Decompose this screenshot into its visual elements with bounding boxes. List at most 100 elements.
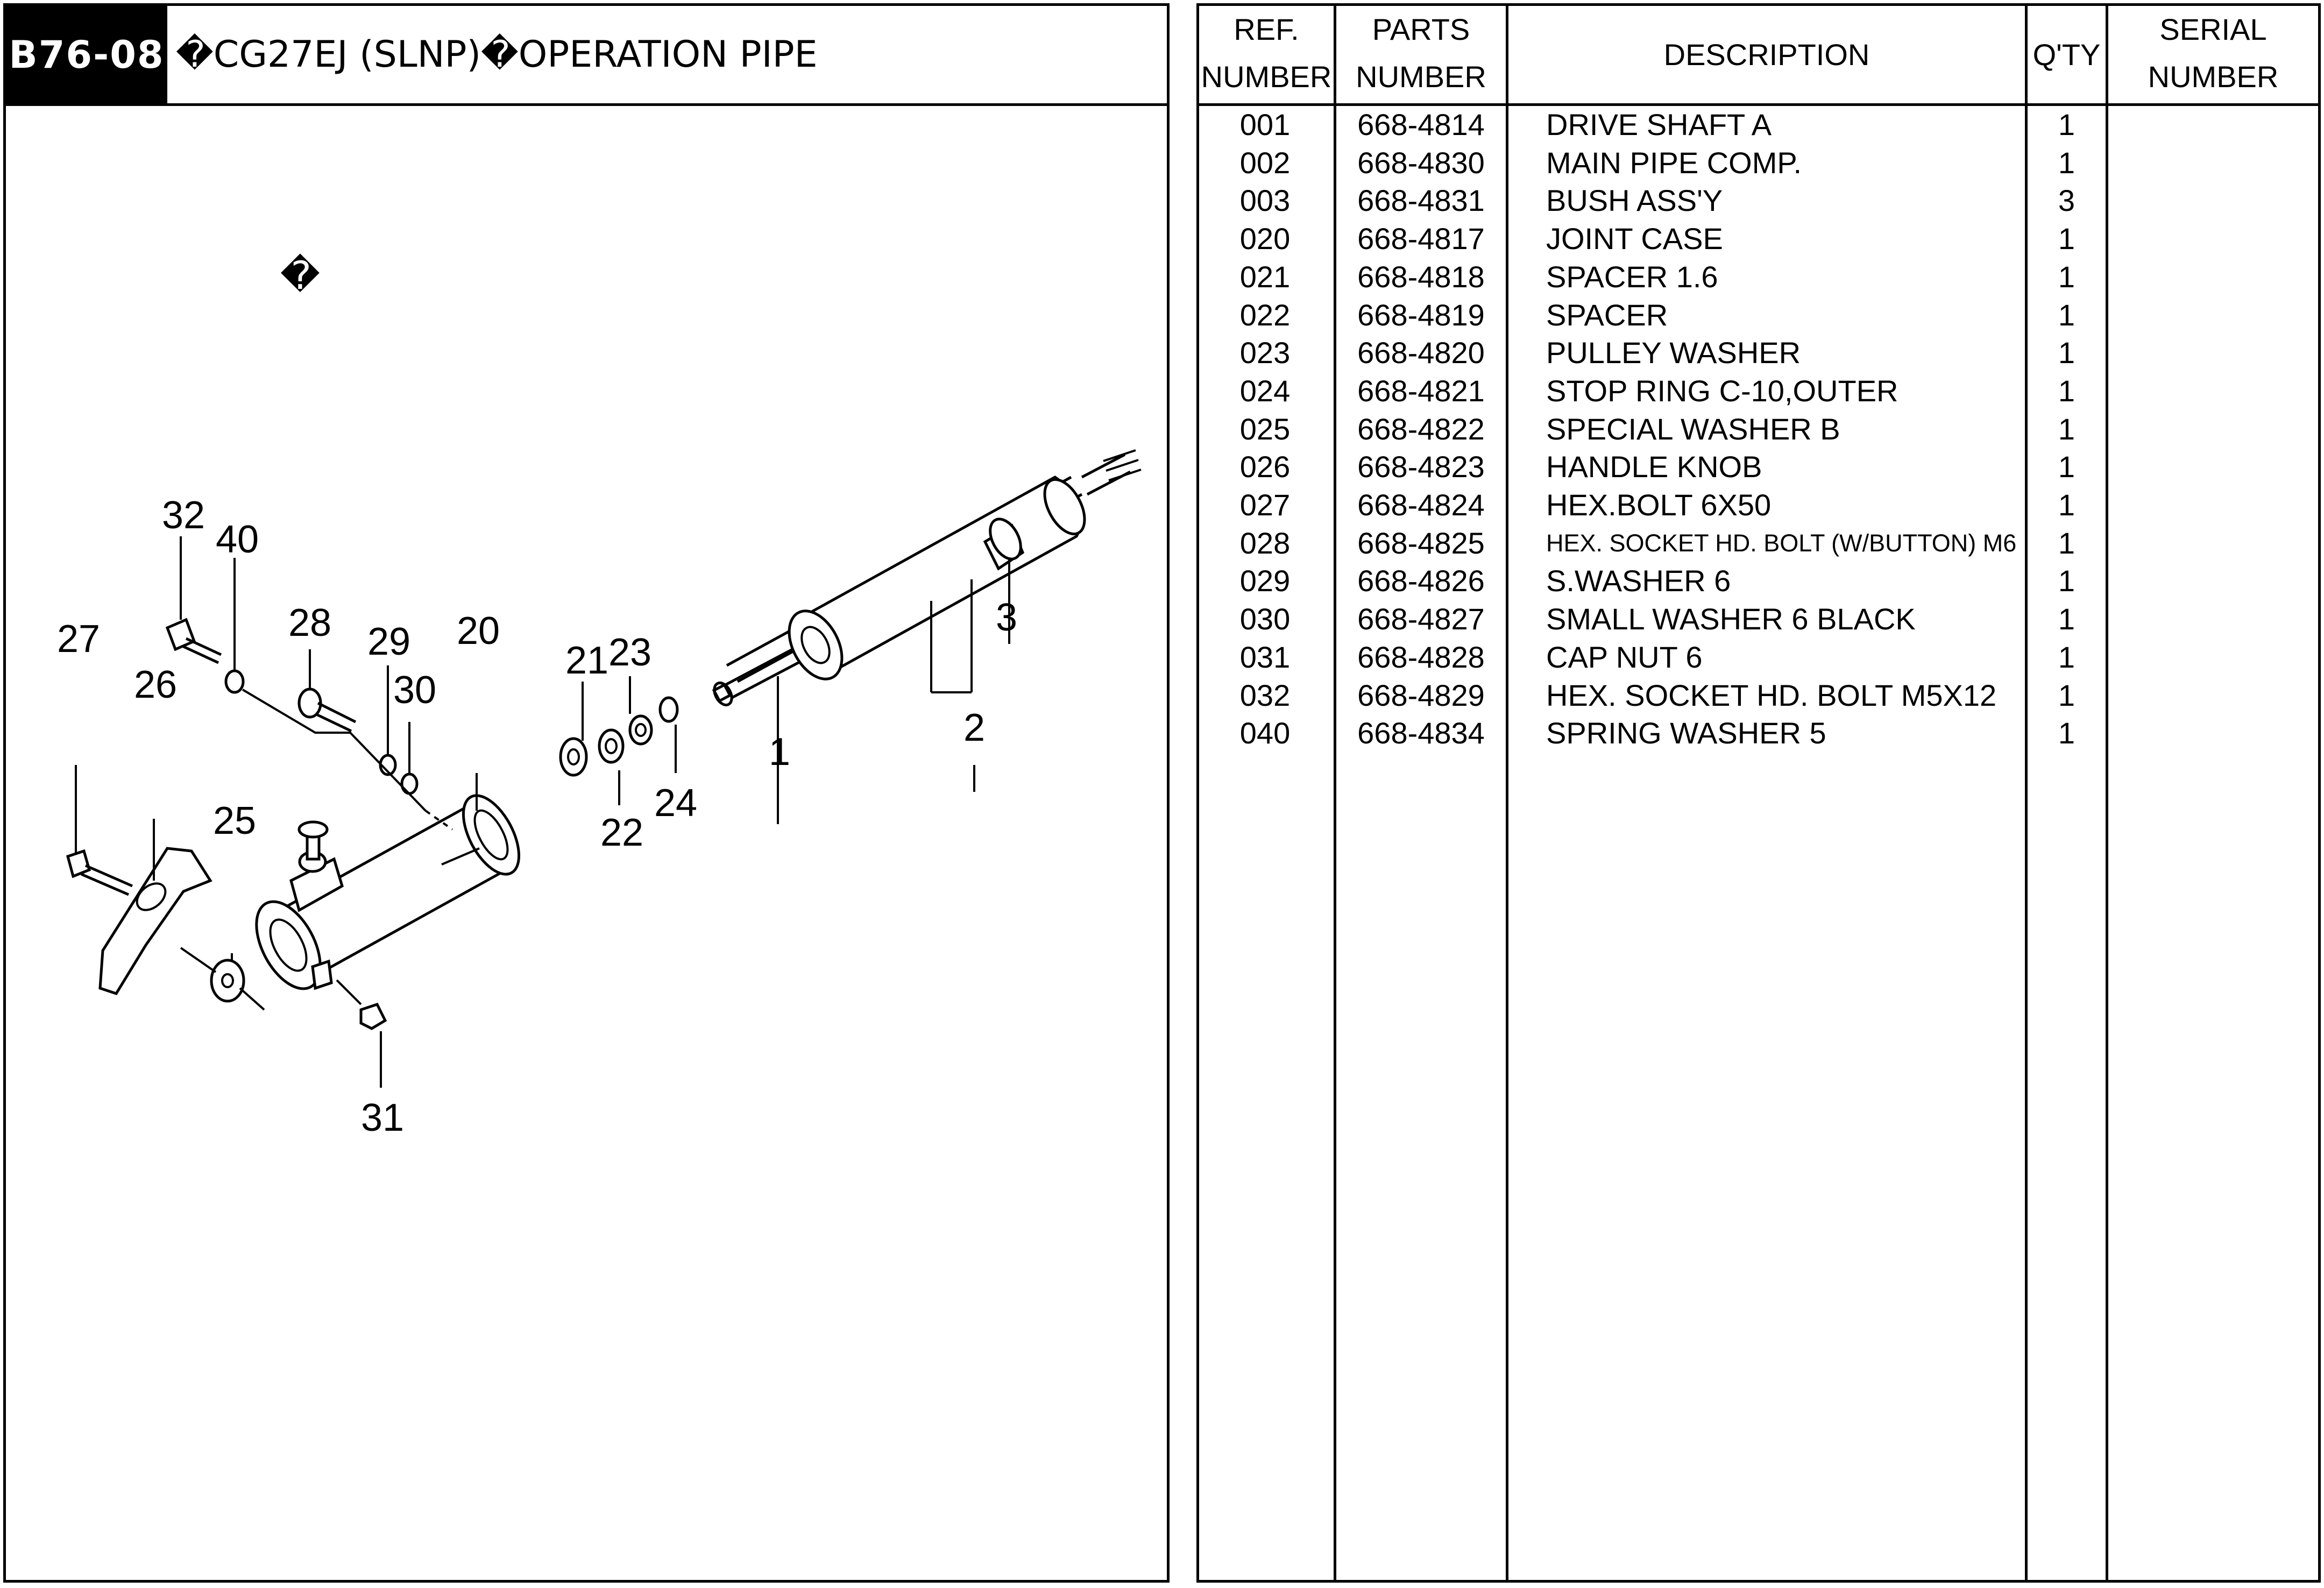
cell-part-number: 668-4831 — [1357, 183, 1485, 218]
small-washer — [400, 772, 419, 795]
callout-25: 25 — [213, 799, 256, 842]
cell-serial-number — [2108, 220, 2318, 258]
cell-ref-number: 021 — [1239, 259, 1291, 294]
cell-ref-number: 023 — [1239, 336, 1291, 370]
callout-32: 32 — [162, 494, 205, 537]
socket-bolt-button — [297, 687, 357, 733]
cell-part-number: 668-4819 — [1357, 297, 1485, 332]
cell-part-number: 668-4822 — [1357, 412, 1485, 446]
header-ref-line1: REF. — [1234, 12, 1299, 46]
cell-ref-number: 026 — [1239, 450, 1291, 484]
header-description: DESCRIPTION — [1663, 38, 1870, 72]
cap-nut — [359, 1002, 387, 1030]
cell-quantity: 1 — [2058, 373, 2075, 408]
cell-quantity: 1 — [2058, 564, 2075, 598]
cell-serial-number — [2108, 714, 2318, 753]
cell-description: SPRING WASHER 5 — [1546, 716, 1826, 750]
cell-description: SPACER 1.6 — [1546, 259, 1718, 294]
cell-part-number: 668-4826 — [1357, 564, 1485, 598]
cell-serial-number — [2108, 372, 2318, 410]
callout-29: 29 — [367, 620, 410, 663]
cell-serial-number — [2108, 486, 2318, 524]
main-pipe — [788, 476, 1086, 680]
cell-part-number: 668-4817 — [1357, 222, 1485, 256]
cell-ref-number: 002 — [1239, 145, 1291, 180]
cell-serial-number — [2108, 600, 2318, 639]
cell-description: HANDLE KNOB — [1546, 450, 1762, 484]
callout-28: 28 — [288, 601, 331, 644]
header-serial-line1: SERIAL — [2159, 12, 2267, 46]
cell-part-number: 668-4820 — [1357, 336, 1485, 370]
cell-ref-number: 029 — [1239, 564, 1291, 598]
cell-quantity: 1 — [2058, 145, 2075, 180]
cell-ref-number: 003 — [1239, 183, 1291, 218]
cell-description: JOINT CASE — [1546, 222, 1723, 256]
cell-quantity: 3 — [2058, 183, 2075, 218]
cell-part-number: 668-4834 — [1357, 716, 1485, 750]
cell-serial-number — [2108, 182, 2318, 220]
col-divider — [1334, 6, 1336, 1580]
cell-ref-number: 030 — [1239, 602, 1291, 636]
cell-part-number: 668-4823 — [1357, 450, 1485, 484]
cell-quantity: 1 — [2058, 488, 2075, 522]
socket-bolt-m5 — [165, 618, 222, 664]
cell-quantity: 1 — [2058, 412, 2075, 446]
callout-31: 31 — [361, 1096, 404, 1139]
cell-serial-number — [2108, 258, 2318, 296]
cell-description: HEX.BOLT 6X50 — [1546, 488, 1772, 522]
cell-description: BUSH ASS'Y — [1546, 183, 1723, 218]
cell-ref-number: 024 — [1239, 373, 1291, 408]
header-divider — [1199, 103, 2318, 106]
cell-part-number: 668-4825 — [1357, 526, 1485, 560]
cell-description: SMALL WASHER 6 BLACK — [1546, 602, 1916, 636]
callout-3: 3 — [996, 596, 1017, 639]
cell-ref-number: 032 — [1239, 678, 1291, 712]
cell-serial-number — [2108, 562, 2318, 600]
callout-30: 30 — [393, 669, 436, 712]
parts-table: REF. NUMBER PARTS NUMBER DESCRIPTION Q'T… — [1196, 3, 2321, 1583]
cell-part-number: 668-4829 — [1357, 678, 1485, 712]
cell-description: SPECIAL WASHER B — [1546, 412, 1840, 446]
col-divider — [2025, 6, 2028, 1580]
cell-quantity: 1 — [2058, 640, 2075, 674]
table-row: 020 668-4817 JOINT CASE 1 — [1199, 220, 2318, 258]
cell-quantity: 1 — [2058, 716, 2075, 750]
callout-26: 26 — [134, 663, 177, 706]
col-divider — [1506, 6, 1508, 1580]
cell-description: DRIVE SHAFT A — [1546, 108, 1772, 141]
cell-ref-number: 001 — [1239, 108, 1291, 141]
cell-serial-number — [2108, 639, 2318, 677]
callout-2: 2 — [963, 706, 985, 749]
cell-ref-number: 020 — [1239, 222, 1291, 256]
title-bar: B76-08 �CG27EJ (SLNP)�OPERATION PIPE — [6, 6, 1167, 106]
exploded-parts-diagram: � — [57, 253, 1142, 1139]
page-title: �CG27EJ (SLNP)�OPERATION PIPE — [176, 33, 818, 76]
callout-27: 27 — [57, 618, 100, 661]
diagram-panel: B76-08 �CG27EJ (SLNP)�OPERATION PIPE � — [3, 3, 1170, 1583]
cell-serial-number — [2108, 296, 2318, 335]
stray-glyph: � — [280, 253, 320, 297]
cell-part-number: 668-4821 — [1357, 373, 1485, 408]
callout-40: 40 — [216, 518, 259, 561]
joint-case — [255, 794, 521, 990]
callout-24: 24 — [654, 782, 697, 825]
cell-ref-number: 027 — [1239, 488, 1291, 522]
leader-lines — [75, 536, 1010, 1088]
cell-quantity: 1 — [2058, 259, 2075, 294]
cell-part-number: 668-4818 — [1357, 259, 1485, 294]
cell-quantity: 1 — [2058, 526, 2075, 560]
cell-quantity: 1 — [2058, 222, 2075, 256]
spring-washer — [224, 669, 245, 694]
cell-description: HEX. SOCKET HD. BOLT (W/BUTTON) M6 — [1546, 529, 2017, 557]
